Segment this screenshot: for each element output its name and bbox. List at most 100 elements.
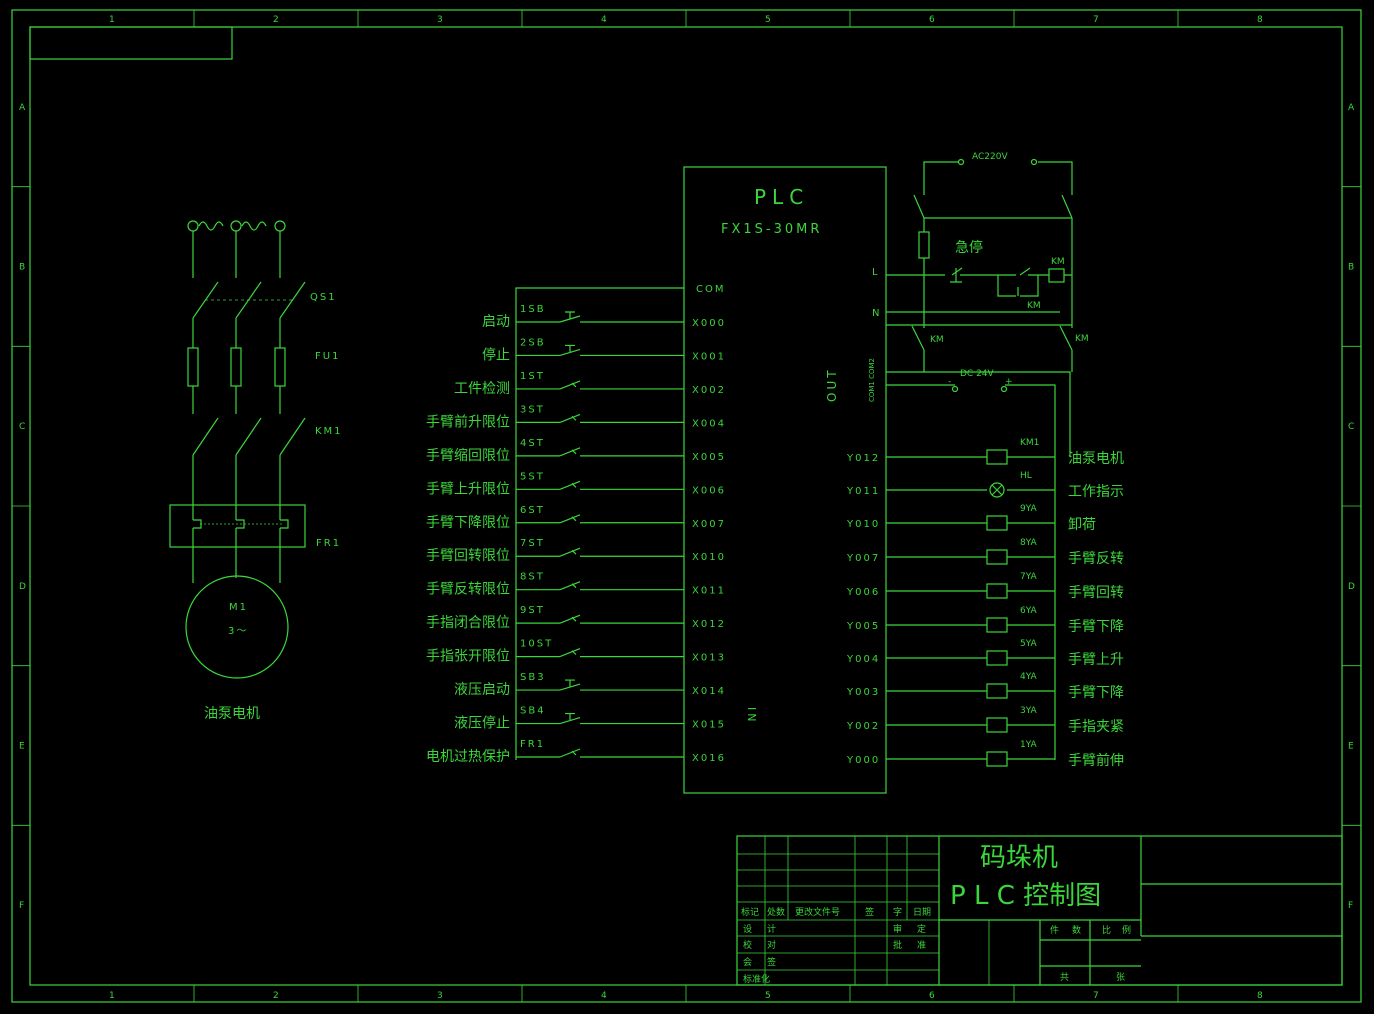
tb-s1: 比: [1102, 924, 1111, 936]
input-device: 8ST: [520, 572, 545, 583]
plc-l: L: [872, 267, 880, 278]
grid-col-bottom: 6: [929, 991, 935, 1001]
fr-label: FR1: [316, 538, 341, 549]
tb-ap1: 审: [893, 923, 902, 935]
input-label: 手臂缩回限位: [426, 448, 510, 464]
title-main: 码垛机: [980, 843, 1058, 873]
input-address: X007: [692, 519, 726, 530]
tb-r4: 标准化: [743, 973, 770, 985]
km-contact2-label: KM: [1075, 334, 1089, 344]
tb-w2: 数: [1072, 924, 1081, 936]
grid-col-top: 1: [109, 15, 115, 25]
output-address: Y003: [846, 687, 880, 698]
input-device: SB3: [520, 672, 546, 683]
grid-row-right: F: [1348, 901, 1353, 911]
grid-row-right: D: [1348, 582, 1355, 592]
output-device: KM1: [1020, 438, 1039, 448]
input-label: 手指张开限位: [426, 649, 510, 665]
grid-row-left: A: [19, 103, 26, 113]
input-label: 启动: [482, 314, 510, 330]
dc-plus: +: [1005, 377, 1013, 387]
output-address: Y010: [846, 519, 880, 530]
grid-col-bottom: 1: [109, 991, 115, 1001]
output-address: Y002: [846, 721, 880, 732]
output-address: Y004: [846, 654, 880, 665]
grid-col-top: 4: [601, 15, 607, 25]
input-row: 1SB X000 启动: [482, 304, 726, 330]
input-side: 1SBX000启动2SBX001停止1STX002工件检测3STX004手臂前升…: [426, 287, 726, 765]
input-address: X000: [692, 318, 726, 329]
grid-col-bottom: 2: [273, 991, 279, 1001]
input-row: 6ST X007 手臂下降限位: [426, 505, 726, 531]
grid-col-top: 3: [437, 15, 443, 25]
grid-row-right: C: [1348, 422, 1354, 432]
output-device: 7YA: [1020, 572, 1038, 582]
estop-label: 急停: [955, 239, 983, 256]
km-coil-label: KM: [1051, 257, 1065, 267]
grid-row-left: B: [19, 263, 25, 273]
ac-label: AC220V: [972, 152, 1008, 162]
tb-h0: 标记: [741, 906, 759, 918]
plc-n: N: [872, 308, 881, 319]
output-label: 手臂下降: [1068, 619, 1124, 635]
output-label: 工作指示: [1068, 484, 1124, 500]
dc-label: DC 24V: [960, 369, 995, 379]
km-contact1-label: KM: [930, 335, 944, 345]
outer-frame: [11, 9, 1362, 1003]
input-address: X016: [692, 753, 726, 764]
input-device: 9ST: [520, 605, 545, 616]
title-block: 码垛机 P L C 控制图 标记 处数 更改文件号 签 字 日期 设 计 校 对…: [736, 835, 1343, 986]
motor-sub: 3〜: [228, 626, 248, 637]
grid-col-top: 7: [1093, 15, 1099, 25]
input-label: 电机过热保护: [426, 749, 510, 765]
grid-col-bottom: 5: [765, 991, 771, 1001]
input-address: X002: [692, 385, 726, 396]
motor-label: M1: [229, 602, 248, 613]
input-label: 手臂前升限位: [426, 413, 510, 430]
input-label: 手臂下降限位: [426, 515, 510, 531]
input-label: 工件检测: [454, 381, 510, 397]
input-device: 6ST: [520, 505, 545, 516]
input-row: 8ST X011 手臂反转限位: [426, 572, 726, 598]
input-address: X011: [692, 586, 726, 597]
output-address: Y011: [846, 486, 880, 497]
input-device: 1SB: [520, 304, 546, 315]
tb-s2: 例: [1122, 924, 1131, 936]
km-aux-label: KM: [1027, 301, 1041, 311]
tb-sh1: 共: [1060, 972, 1069, 983]
output-device: 8YA: [1020, 538, 1038, 548]
output-label: 手臂回转: [1068, 585, 1124, 601]
input-label: 手指闭合限位: [426, 615, 510, 631]
tb-ap2: 定: [917, 923, 926, 935]
plc-com12: COM1 COM2: [868, 358, 876, 402]
input-label: 手臂回转限位: [426, 548, 510, 564]
output-label: 手臂前伸: [1068, 752, 1124, 769]
input-label: 手臂反转限位: [426, 582, 510, 598]
input-address: X010: [692, 552, 726, 563]
tb-h1: 处数: [767, 906, 785, 918]
tb-sh2: 张: [1116, 972, 1125, 983]
tb-r2b: 对: [767, 939, 776, 951]
grid-row-right: A: [1348, 103, 1355, 113]
output-device: 4YA: [1020, 672, 1038, 682]
grid-row-left: E: [19, 742, 25, 752]
input-device: 2SB: [520, 337, 546, 348]
input-address: X006: [692, 485, 726, 496]
power-circuit: AC220V 急停 KM KM KM KM: [886, 152, 1089, 372]
corner-box: [29, 26, 233, 60]
